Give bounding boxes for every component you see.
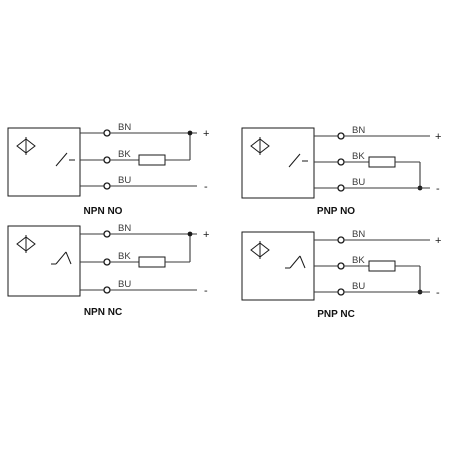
sensor-symbol-icon: [16, 235, 36, 253]
sensor-symbol-icon: [16, 137, 36, 155]
diagram-pnp-nc: BN BK BU + - PNP NC: [241, 229, 441, 320]
switch-nc-icon: [51, 251, 72, 265]
wire-label-bu: BU: [352, 177, 365, 188]
wire-label-bn: BN: [118, 223, 131, 234]
junction-dot: [187, 130, 193, 136]
diagram-pnp-no: BN BK BU + - PNP NO: [241, 125, 441, 217]
minus-sign: -: [436, 183, 440, 195]
sensor-body: [7, 225, 81, 297]
switch-no-icon: [288, 153, 308, 168]
switch-nc-icon: [285, 255, 306, 269]
diagram-title: NPN NC: [84, 307, 122, 318]
terminal-bn: [337, 236, 345, 244]
diagram-npn-nc: BN BK BU + - NPN NC: [7, 223, 209, 318]
plus-sign: +: [203, 128, 209, 140]
terminal-bu: [103, 286, 111, 294]
wire-label-bu: BU: [352, 281, 365, 292]
diagram-title: PNP NO: [317, 206, 355, 217]
terminal-bn: [103, 129, 111, 137]
wire-label-bk: BK: [352, 151, 365, 162]
sensor-body: [241, 231, 315, 301]
wire-label-bn: BN: [352, 229, 365, 240]
diagram-title: NPN NO: [84, 206, 123, 217]
load-resistor: [138, 154, 166, 166]
plus-sign: +: [203, 229, 209, 241]
diagram-npn-no: BN BK BU + - NPN NO: [7, 122, 209, 217]
wire-label-bk: BK: [118, 251, 131, 262]
terminal-bk: [337, 158, 345, 166]
wire-label-bu: BU: [118, 279, 131, 290]
wire-label-bn: BN: [118, 122, 131, 133]
switch-no-icon: [55, 152, 75, 167]
load-resistor: [368, 156, 396, 168]
sensor-body: [7, 127, 81, 197]
junction-dot: [187, 231, 193, 237]
sensor-body: [241, 127, 315, 199]
terminal-bk: [103, 258, 111, 266]
terminal-bu: [337, 184, 345, 192]
plus-sign: +: [435, 235, 441, 247]
minus-sign: -: [436, 287, 440, 299]
plus-sign: +: [435, 131, 441, 143]
load-resistor: [138, 256, 166, 268]
terminal-bu: [103, 182, 111, 190]
sensor-symbol-icon: [250, 241, 270, 259]
minus-sign: -: [204, 285, 208, 297]
terminal-bk: [337, 262, 345, 270]
wire-label-bu: BU: [118, 175, 131, 186]
terminal-bn: [337, 132, 345, 140]
sensor-symbol-icon: [250, 137, 270, 155]
load-resistor: [368, 260, 396, 272]
diagram-title: PNP NC: [317, 309, 355, 320]
wire-label-bn: BN: [352, 125, 365, 136]
wire-label-bk: BK: [352, 255, 365, 266]
terminal-bn: [103, 230, 111, 238]
terminal-bk: [103, 156, 111, 164]
terminal-bu: [337, 288, 345, 296]
wire-label-bk: BK: [118, 149, 131, 160]
minus-sign: -: [204, 181, 208, 193]
